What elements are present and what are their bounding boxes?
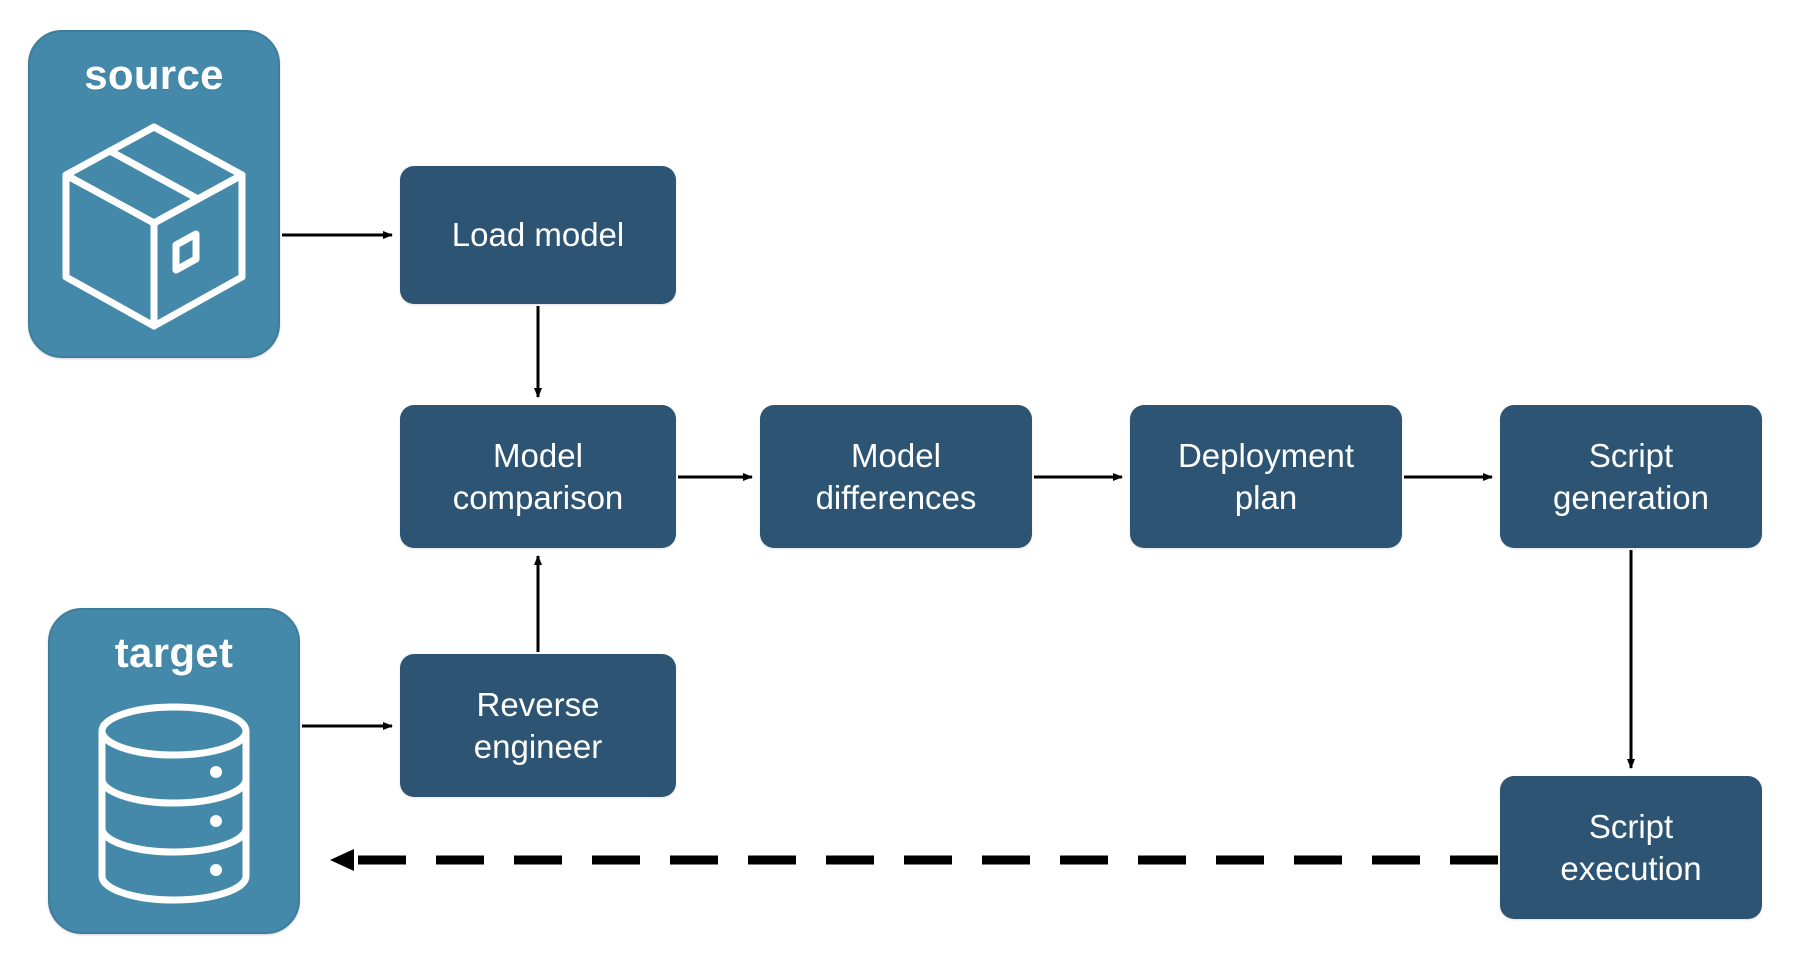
process-load-model-label: Load model <box>451 216 625 254</box>
endpoint-target[interactable]: target <box>48 608 300 934</box>
process-script-execution-label: Script execution <box>1560 808 1702 887</box>
process-script-generation[interactable]: Script generation <box>1500 405 1762 548</box>
process-model-differences-label: Model differences <box>815 437 977 516</box>
process-reverse-engineer[interactable]: Reverse engineer <box>400 654 676 797</box>
process-script-generation-label: Script generation <box>1553 437 1709 516</box>
process-model-comparison[interactable]: Model comparison <box>400 405 676 548</box>
process-deployment-plan[interactable]: Deployment plan <box>1130 405 1402 548</box>
endpoint-source-icon-wrap <box>30 96 278 356</box>
process-load-model[interactable]: Load model <box>400 166 676 304</box>
endpoint-source[interactable]: source <box>28 30 280 358</box>
process-reverse-engineer-label: Reverse engineer <box>473 686 603 765</box>
process-deployment-plan-label: Deployment plan <box>1177 437 1355 516</box>
endpoint-target-label: target <box>114 629 234 676</box>
process-model-comparison-label: Model comparison <box>452 437 624 516</box>
database-cylinder-icon <box>98 703 250 903</box>
process-model-differences[interactable]: Model differences <box>760 405 1032 548</box>
endpoint-target-icon-wrap <box>50 674 298 932</box>
endpoint-source-label: source <box>84 51 224 98</box>
process-script-execution[interactable]: Script execution <box>1500 776 1762 919</box>
package-box-icon <box>62 123 246 329</box>
